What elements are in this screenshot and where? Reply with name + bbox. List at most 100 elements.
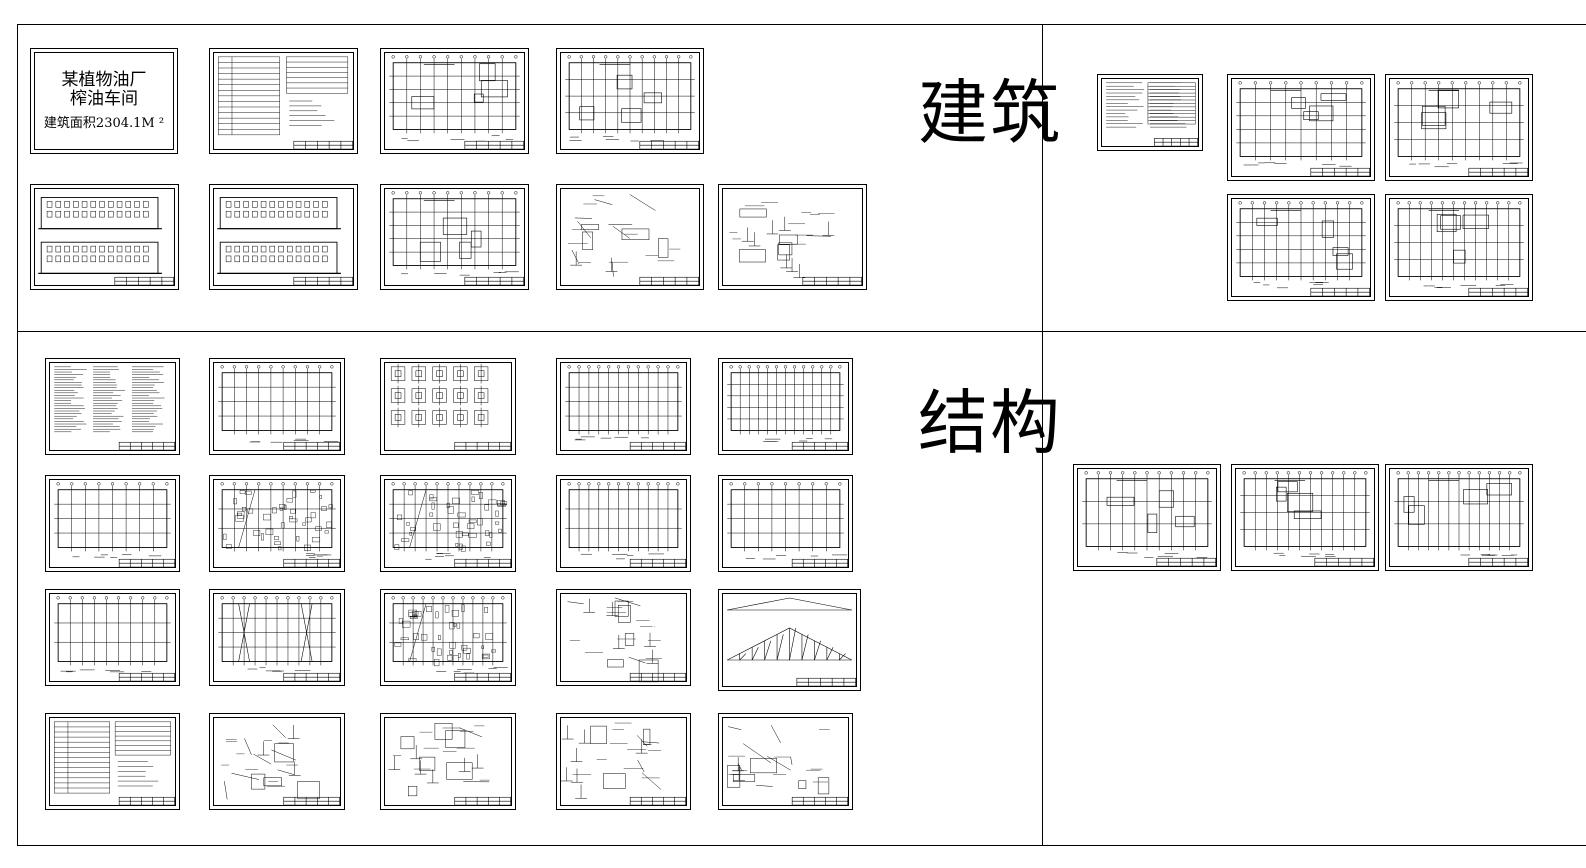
drawing-sheet-5[interactable] [30,184,179,290]
sheet-border [49,479,176,568]
sheet-drawing [1240,471,1374,567]
sheet-border [722,188,863,286]
sheet-border [384,52,525,150]
sheet-border [722,717,849,806]
sheet-drawing [565,482,686,568]
drawing-frame [17,24,1586,846]
sheet-drawing [218,482,340,568]
drawing-sheet-6[interactable] [209,184,358,290]
sheet-drawing [1394,471,1528,567]
sheet-drawing [1394,201,1528,297]
sheet-border [213,52,354,150]
structure-heading: 结构 [918,382,1062,464]
drawing-sheet-1[interactable]: 某植物油厂榨油车间建筑面积2304.1M ² [30,48,178,154]
sheet-border [213,593,341,682]
drawing-sheet-31[interactable] [209,713,345,810]
sheet-border [560,479,687,568]
sheet-border [1389,198,1529,297]
sheet-drawing [218,56,353,150]
drawing-sheet-21[interactable] [209,475,345,572]
drawing-sheet-35[interactable] [1073,464,1221,571]
drawing-sheet-12[interactable] [1385,74,1533,181]
sheet-border [1389,468,1529,567]
sheet-drawing [389,55,524,150]
drawing-sheet-20[interactable] [45,475,180,572]
drawing-sheet-13[interactable] [1227,194,1375,301]
sheet-border [722,593,857,687]
drawing-sheet-2[interactable] [209,48,358,154]
drawing-sheet-11[interactable] [1227,74,1375,181]
sheet-drawing [1394,81,1528,177]
sheet-border [384,717,512,806]
drawing-sheet-25[interactable] [45,589,180,686]
sheet-drawing [217,197,353,286]
drawing-sheet-27[interactable] [380,589,516,686]
sheet-border [213,479,341,568]
sheet-border [49,717,176,806]
sheet-drawing [727,365,848,451]
sheet-drawing [38,197,174,286]
drawing-sheet-4[interactable] [556,48,704,154]
sheet-drawing [54,482,175,568]
drawing-sheet-24[interactable] [718,475,853,572]
sheet-drawing [568,194,699,286]
sheet-border [213,362,341,451]
drawing-sheet-22[interactable] [380,475,516,572]
drawing-sheet-3[interactable] [380,48,529,154]
drawing-sheet-7[interactable] [380,184,529,290]
sheet-border [213,717,341,806]
sheet-border [384,188,525,286]
drawing-sheet-19[interactable] [718,358,853,455]
sheet-drawing [218,596,340,682]
sheet-border [34,188,175,286]
drawing-sheet-15[interactable] [45,358,180,455]
architecture-heading: 建筑 [918,72,1062,154]
drawing-sheet-9[interactable] [718,184,867,290]
sheet-border [1101,78,1199,147]
sheet-border [560,717,687,806]
drawing-sheet-36[interactable] [1231,464,1379,571]
sheet-drawing [727,597,856,687]
sheet-drawing [389,191,524,286]
sheet-drawing [727,725,848,806]
drawing-sheet-30[interactable] [45,713,180,810]
drawing-sheet-10[interactable] [1097,74,1203,151]
drawing-sheet-37[interactable] [1385,464,1533,571]
sheet-drawing [1082,471,1216,567]
drawing-sheet-18[interactable] [556,358,691,455]
drawing-sheet-16[interactable] [209,358,345,455]
drawing-sheet-23[interactable] [556,475,691,572]
sheet-drawing [389,596,511,682]
sheet-border [560,52,700,150]
cover-title-line1: 某植物油厂 [61,70,147,90]
drawing-sheet-26[interactable] [209,589,345,686]
sheet-drawing [729,202,862,286]
sheet-drawing [54,366,175,451]
sheet-drawing [565,365,686,451]
sheet-border [1077,468,1217,567]
sheet-border [384,593,512,682]
sheet-drawing [218,365,340,451]
drawing-sheet-17[interactable] [380,358,516,455]
column-divider [1042,24,1043,845]
drawing-sheet-29[interactable] [718,589,861,691]
drawing-sheet-34[interactable] [718,713,853,810]
drawing-sheet-14[interactable] [1385,194,1533,301]
drawing-sheet-32[interactable] [380,713,516,810]
sheet-drawing [54,721,175,806]
sheet-border [560,593,687,682]
sheet-border [1231,198,1371,297]
sheet-drawing [560,722,686,806]
drawing-sheet-28[interactable] [556,589,691,686]
sheet-border [1389,78,1529,177]
cover-area: 建筑面积2304.1M ² [43,116,165,131]
sheet-drawing [1106,82,1199,147]
sheet-border [1235,468,1375,567]
sheet-drawing [727,482,848,568]
sheet-border [1231,78,1371,177]
sheet-drawing [1236,81,1370,177]
drawing-sheet-33[interactable] [556,713,691,810]
drawing-sheet-8[interactable] [556,184,704,290]
row-divider [17,331,1586,332]
sheet-border [34,52,174,150]
